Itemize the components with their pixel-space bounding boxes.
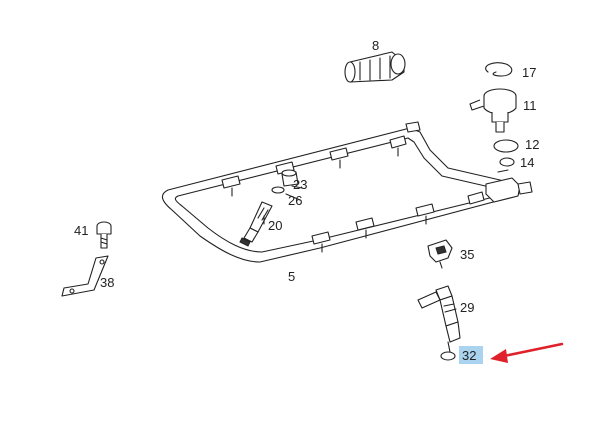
part-20-injector — [239, 201, 273, 247]
leader-lines — [263, 185, 303, 225]
part-23-cap — [281, 169, 299, 187]
part-38-bracket — [61, 255, 109, 297]
part-17-clip — [485, 62, 513, 77]
callout-11: 11 — [523, 98, 537, 113]
part-35-clip — [427, 239, 453, 269]
part-8-filter — [344, 51, 406, 83]
red-arrow-icon — [490, 342, 564, 363]
part-12-o-ring — [493, 139, 519, 153]
callout-23: 23 — [293, 177, 307, 192]
part-32-seal — [440, 351, 456, 361]
part-14-seal — [499, 157, 515, 167]
part-11-regulator — [469, 88, 517, 133]
callout-17: 17 — [522, 65, 536, 80]
part-29-injector — [417, 285, 461, 353]
part-26-washer — [271, 186, 285, 194]
callout-14: 14 — [520, 155, 534, 170]
highlight-box — [459, 346, 483, 364]
part-41-bolt — [96, 221, 112, 249]
callout-8: 8 — [372, 38, 379, 53]
callout-29: 29 — [460, 300, 474, 315]
callout-20: 20 — [268, 218, 282, 233]
callout-38: 38 — [100, 275, 114, 290]
callout-5: 5 — [288, 269, 295, 284]
callout-12: 12 — [525, 137, 539, 152]
callout-41: 41 — [74, 223, 88, 238]
callout-32: 32 — [462, 348, 476, 363]
callout-26: 26 — [288, 193, 302, 208]
callout-35: 35 — [460, 247, 474, 262]
part-5-fuel-rail — [161, 121, 533, 263]
